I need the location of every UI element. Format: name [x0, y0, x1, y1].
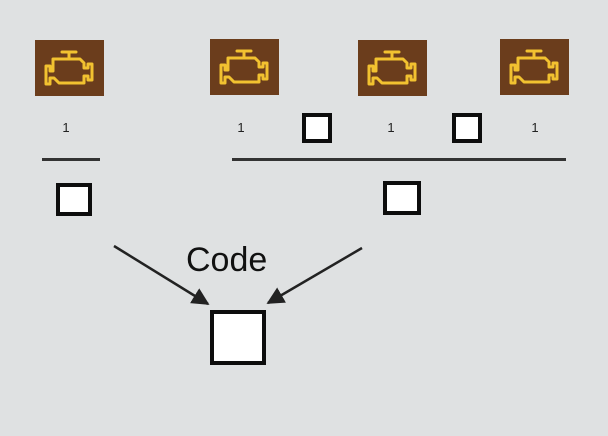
check-engine-icon — [210, 39, 279, 95]
engine-symbol — [509, 49, 559, 85]
flash-count-label: 1 — [387, 120, 395, 135]
arrow-right — [266, 246, 363, 305]
flash-count-label: 1 — [531, 120, 539, 135]
digit-result-box — [383, 181, 421, 215]
flash-count-label: 1 — [237, 120, 245, 135]
check-engine-icon — [500, 39, 569, 95]
arrow-left — [113, 244, 210, 306]
code-result-box — [210, 310, 266, 365]
check-engine-icon — [358, 40, 427, 96]
group-divider-line — [232, 158, 566, 161]
engine-symbol — [219, 49, 269, 85]
engine-symbol — [367, 50, 417, 86]
code-label: Code — [186, 241, 268, 279]
digit-result-box — [56, 183, 92, 216]
group-divider-line — [42, 158, 100, 161]
flash-count-label: 1 — [62, 120, 70, 135]
pause-box — [302, 113, 332, 143]
engine-symbol — [44, 50, 94, 86]
check-engine-icon — [35, 40, 104, 96]
pause-box — [452, 113, 482, 143]
